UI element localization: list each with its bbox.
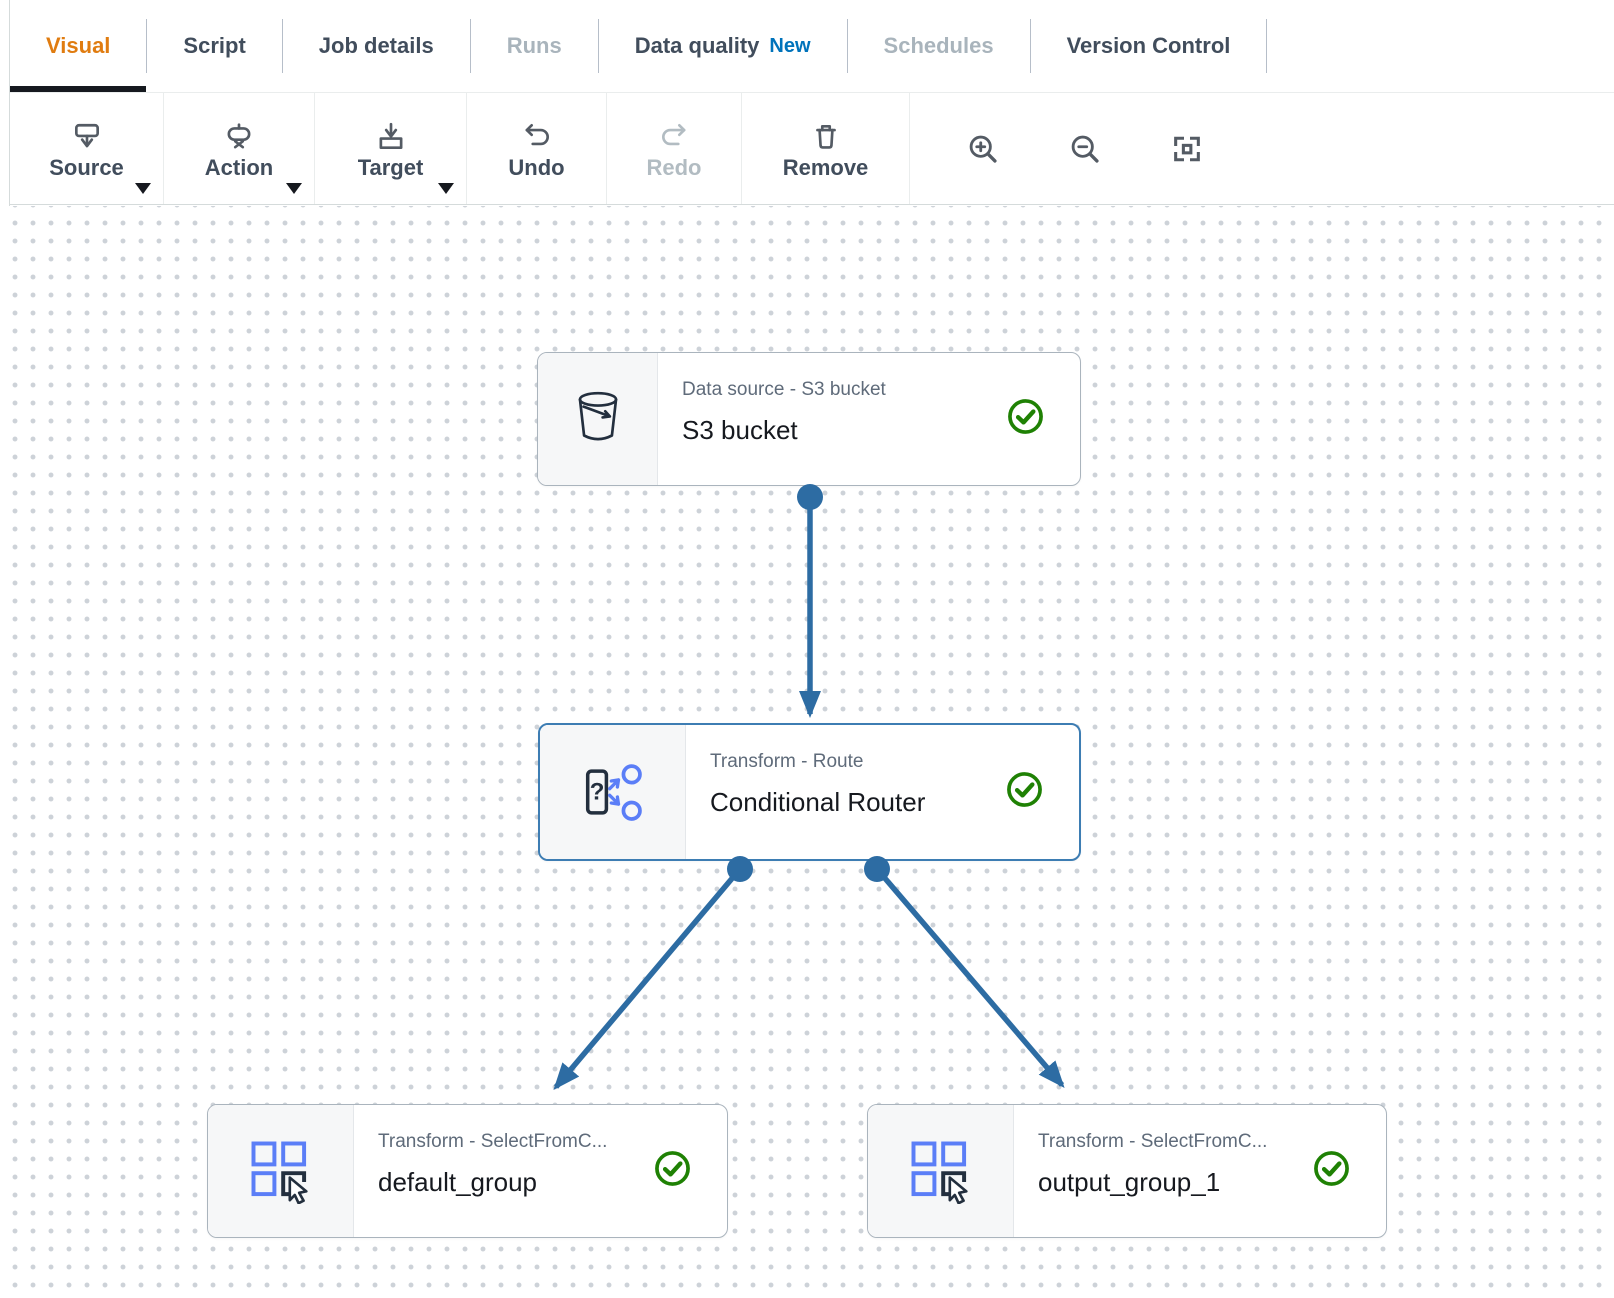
node-default-group[interactable]: Transform - SelectFromC... default_group: [207, 1104, 728, 1238]
zoom-controls: [910, 93, 1238, 204]
caret-down-icon: [135, 183, 151, 194]
edge-router-to-default-group: [553, 867, 743, 1091]
node-conditional-router[interactable]: ? Transform - Route Conditional Router: [538, 723, 1081, 861]
remove-button[interactable]: Remove: [742, 93, 910, 204]
editor-tabbar: Visual Script Job details Runs Data qual…: [10, 0, 1614, 93]
s3-bucket-icon: [538, 353, 658, 485]
node-type-label: Transform - SelectFromC...: [1038, 1131, 1268, 1152]
tab-schedules-label: Schedules: [883, 33, 994, 58]
source-button-label: Source: [49, 154, 124, 180]
tab-divider: [281, 19, 283, 73]
fit-to-screen-icon[interactable]: [1167, 119, 1207, 179]
valid-check-icon: [654, 1150, 691, 1192]
select-from-collection-icon: [868, 1105, 1014, 1237]
canvas-toolbar: Source Action Target: [10, 93, 1614, 205]
remove-button-label: Remove: [782, 154, 869, 180]
target-button[interactable]: Target: [315, 93, 467, 204]
node-s3-bucket[interactable]: Data source - S3 bucket S3 bucket: [537, 352, 1081, 486]
source-button[interactable]: Source: [10, 93, 164, 204]
node-name-label: output_group_1: [1038, 1167, 1221, 1197]
valid-check-icon: [1007, 398, 1044, 440]
tab-divider: [597, 19, 599, 73]
caret-down-icon: [286, 183, 302, 194]
node-name-label: default_group: [378, 1167, 538, 1197]
tab-version-control[interactable]: Version Control: [1030, 0, 1267, 92]
tab-script-label: Script: [183, 33, 246, 58]
tab-version-control-label: Version Control: [1066, 33, 1231, 58]
target-icon: [375, 121, 407, 153]
undo-button-label: Undo: [508, 154, 565, 180]
tab-job-details[interactable]: Job details: [282, 0, 470, 92]
node-type-label: Transform - SelectFromC...: [378, 1131, 608, 1152]
job-graph-canvas[interactable]: Data source - S3 bucket S3 bucket ?: [0, 206, 1614, 1298]
tab-runs-label: Runs: [506, 33, 562, 58]
node-type-label: Data source - S3 bucket: [682, 379, 886, 400]
undo-icon: [521, 121, 553, 153]
redo-icon: [658, 121, 690, 153]
trash-icon: [810, 121, 842, 153]
node-type-label: Transform - Route: [710, 751, 864, 772]
tab-visual[interactable]: Visual: [10, 0, 147, 92]
undo-button[interactable]: Undo: [467, 93, 607, 204]
tab-schedules[interactable]: Schedules: [847, 0, 1030, 92]
valid-check-icon: [1006, 771, 1043, 813]
zoom-out-icon[interactable]: [1065, 119, 1105, 179]
tab-divider: [146, 19, 148, 73]
svg-text:?: ?: [589, 779, 604, 806]
node-name-label: S3 bucket: [682, 415, 798, 445]
redo-button[interactable]: Redo: [607, 93, 742, 204]
target-button-label: Target: [357, 154, 424, 180]
tab-visual-label: Visual: [46, 33, 111, 58]
select-from-collection-icon: [208, 1105, 354, 1237]
new-badge: New: [769, 34, 811, 57]
caret-down-icon: [438, 183, 454, 194]
tab-divider: [846, 19, 848, 73]
tab-job-details-label: Job details: [318, 33, 434, 58]
node-name-label: Conditional Router: [710, 787, 926, 817]
action-button[interactable]: Action: [164, 93, 315, 204]
tab-data-quality[interactable]: Data quality New: [598, 0, 847, 92]
redo-button-label: Redo: [646, 154, 702, 180]
tab-runs[interactable]: Runs: [470, 0, 598, 92]
action-button-label: Action: [204, 154, 274, 180]
edge-router-to-output-group-1: [874, 867, 1065, 1089]
tab-data-quality-label: Data quality: [634, 33, 760, 58]
source-icon: [71, 121, 103, 153]
tab-script[interactable]: Script: [147, 0, 282, 92]
valid-check-icon: [1313, 1150, 1350, 1192]
conditional-router-icon: ?: [540, 725, 686, 859]
zoom-in-icon[interactable]: [963, 119, 1003, 179]
output-port-s3-bucket[interactable]: [797, 484, 823, 510]
tab-divider: [1266, 19, 1268, 73]
node-output-group-1[interactable]: Transform - SelectFromC... output_group_…: [867, 1104, 1387, 1238]
tab-divider: [1029, 19, 1031, 73]
tab-divider: [469, 19, 471, 73]
action-icon: [223, 121, 255, 153]
left-panel-edge-divider: [9, 0, 10, 206]
